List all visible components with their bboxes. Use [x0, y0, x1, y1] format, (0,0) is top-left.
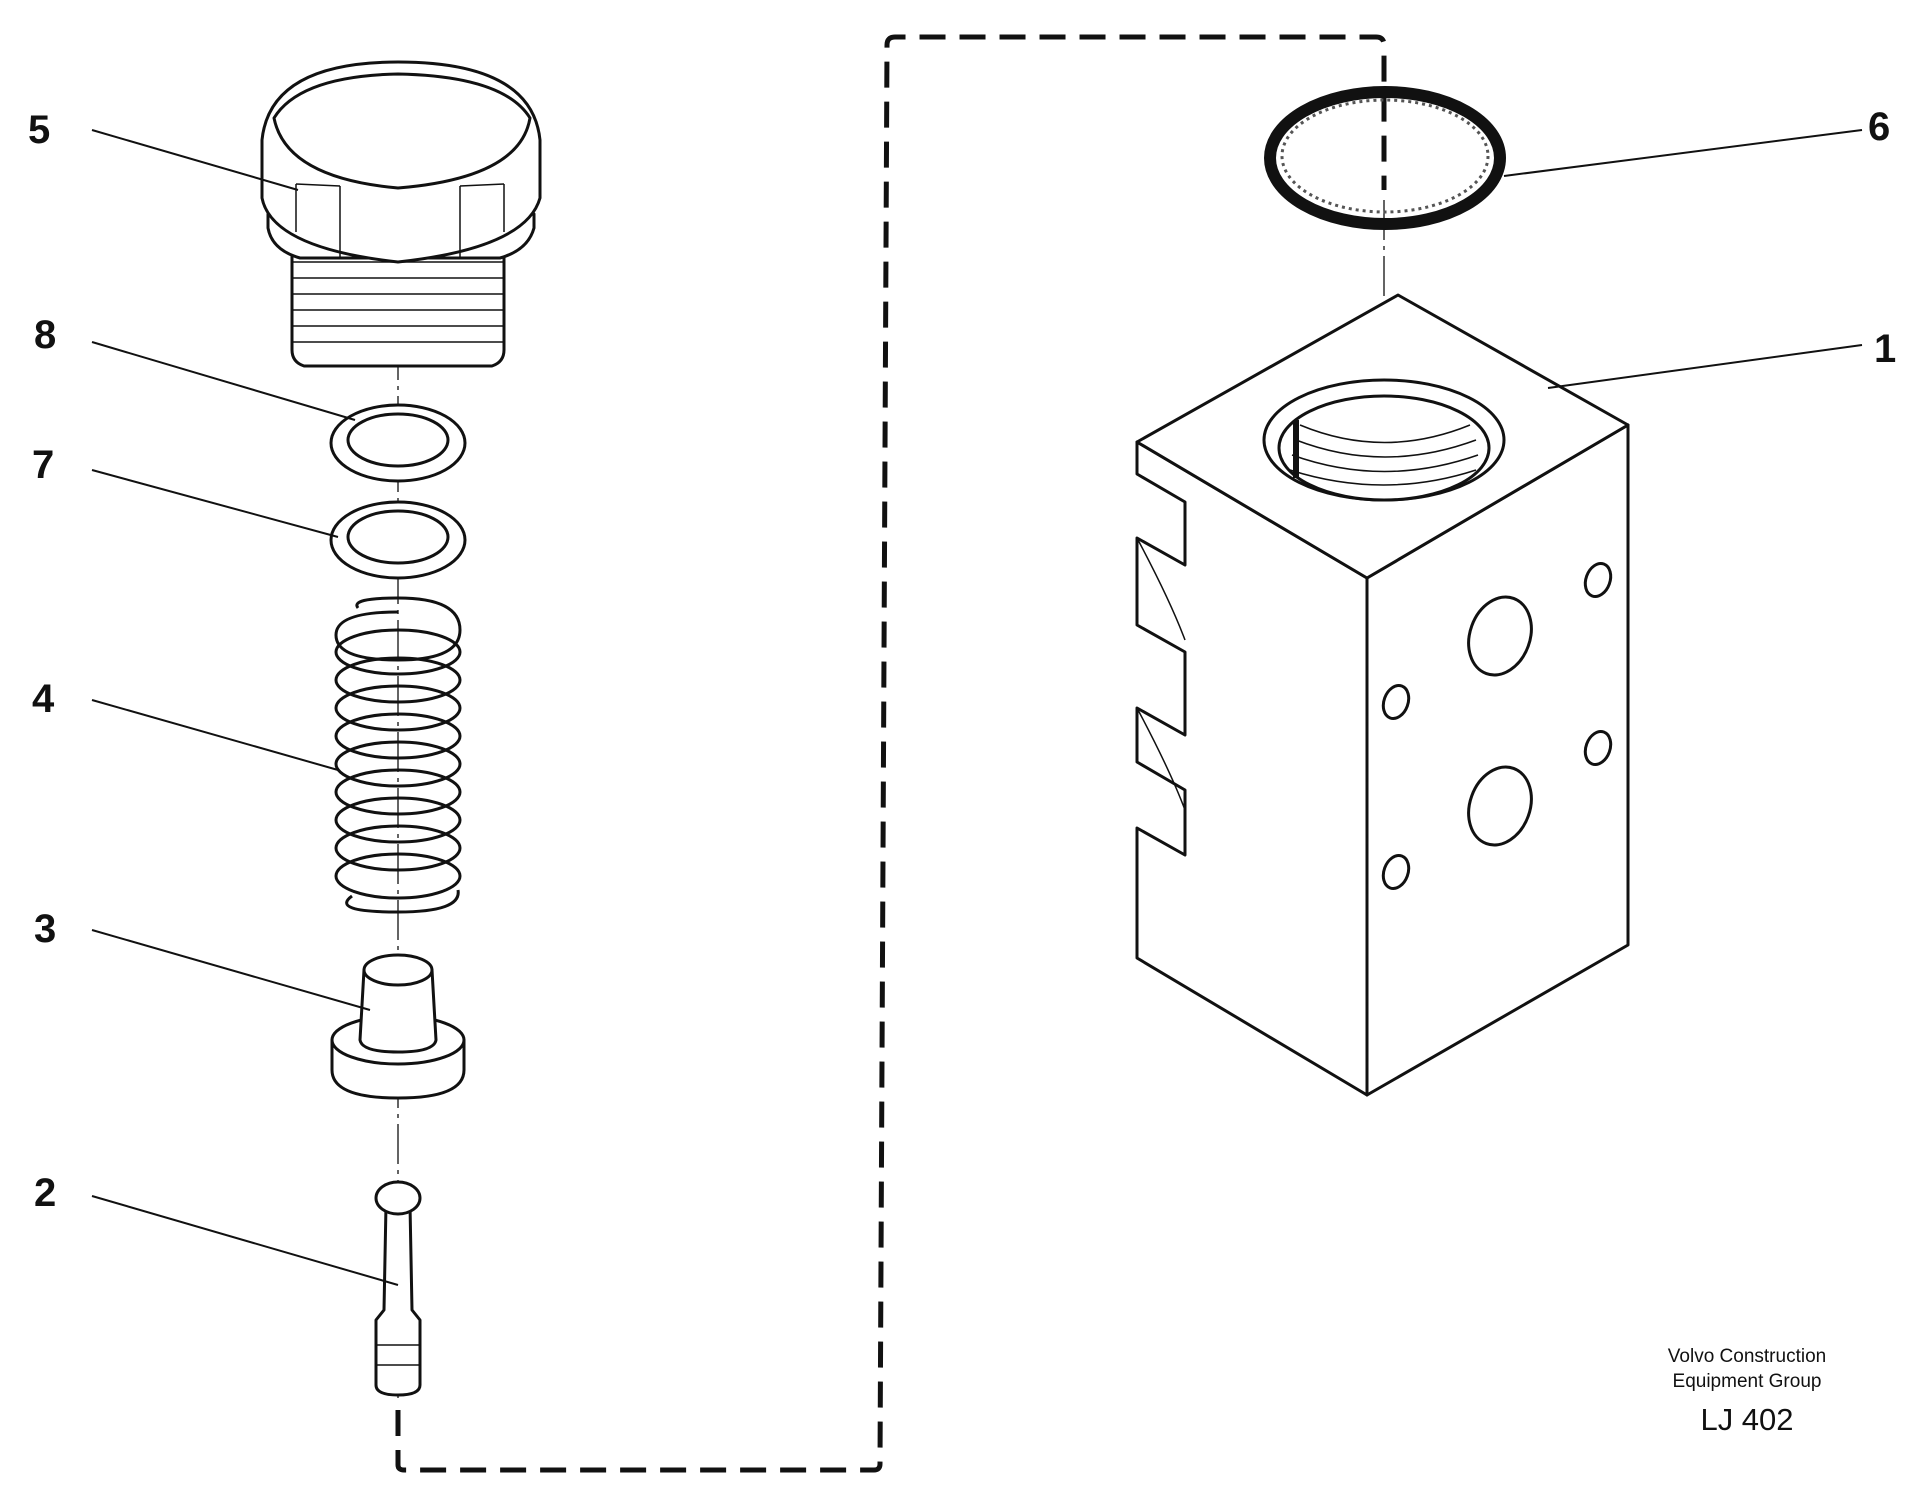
callout-6: 6	[1868, 105, 1890, 149]
leader-1	[1547, 344, 1863, 389]
credit-line-2: Equipment Group	[1673, 1371, 1822, 1392]
callout-3: 3	[34, 907, 56, 951]
poppet-part-3	[330, 953, 466, 1100]
valve-block-part-1	[1135, 293, 1630, 1097]
drawing-code: LJ 402	[1700, 1402, 1793, 1437]
plug-part-5	[260, 60, 542, 368]
callout-4: 4	[32, 677, 55, 721]
callout-8: 8	[34, 313, 56, 357]
pin-part-2	[374, 1180, 422, 1397]
leader-8	[91, 341, 356, 421]
leader-4	[91, 699, 339, 771]
callout-1: 1	[1874, 327, 1896, 371]
callout-5: 5	[28, 108, 50, 152]
assembly-dash-path	[395, 34, 1387, 1473]
leader-5	[91, 129, 299, 191]
leader-3	[91, 929, 371, 1011]
spring-part-4	[334, 596, 462, 914]
leader-6	[1503, 129, 1863, 177]
leader-lines	[91, 129, 1863, 1286]
washer-part-7	[329, 500, 467, 580]
callout-7: 7	[32, 443, 54, 487]
leader-2	[91, 1195, 399, 1286]
o-ring-part-6	[1264, 86, 1506, 230]
leader-7	[91, 469, 339, 538]
callout-2: 2	[34, 1171, 56, 1215]
washer-part-8	[329, 403, 467, 483]
credit-line-1: Volvo Construction	[1668, 1346, 1826, 1367]
